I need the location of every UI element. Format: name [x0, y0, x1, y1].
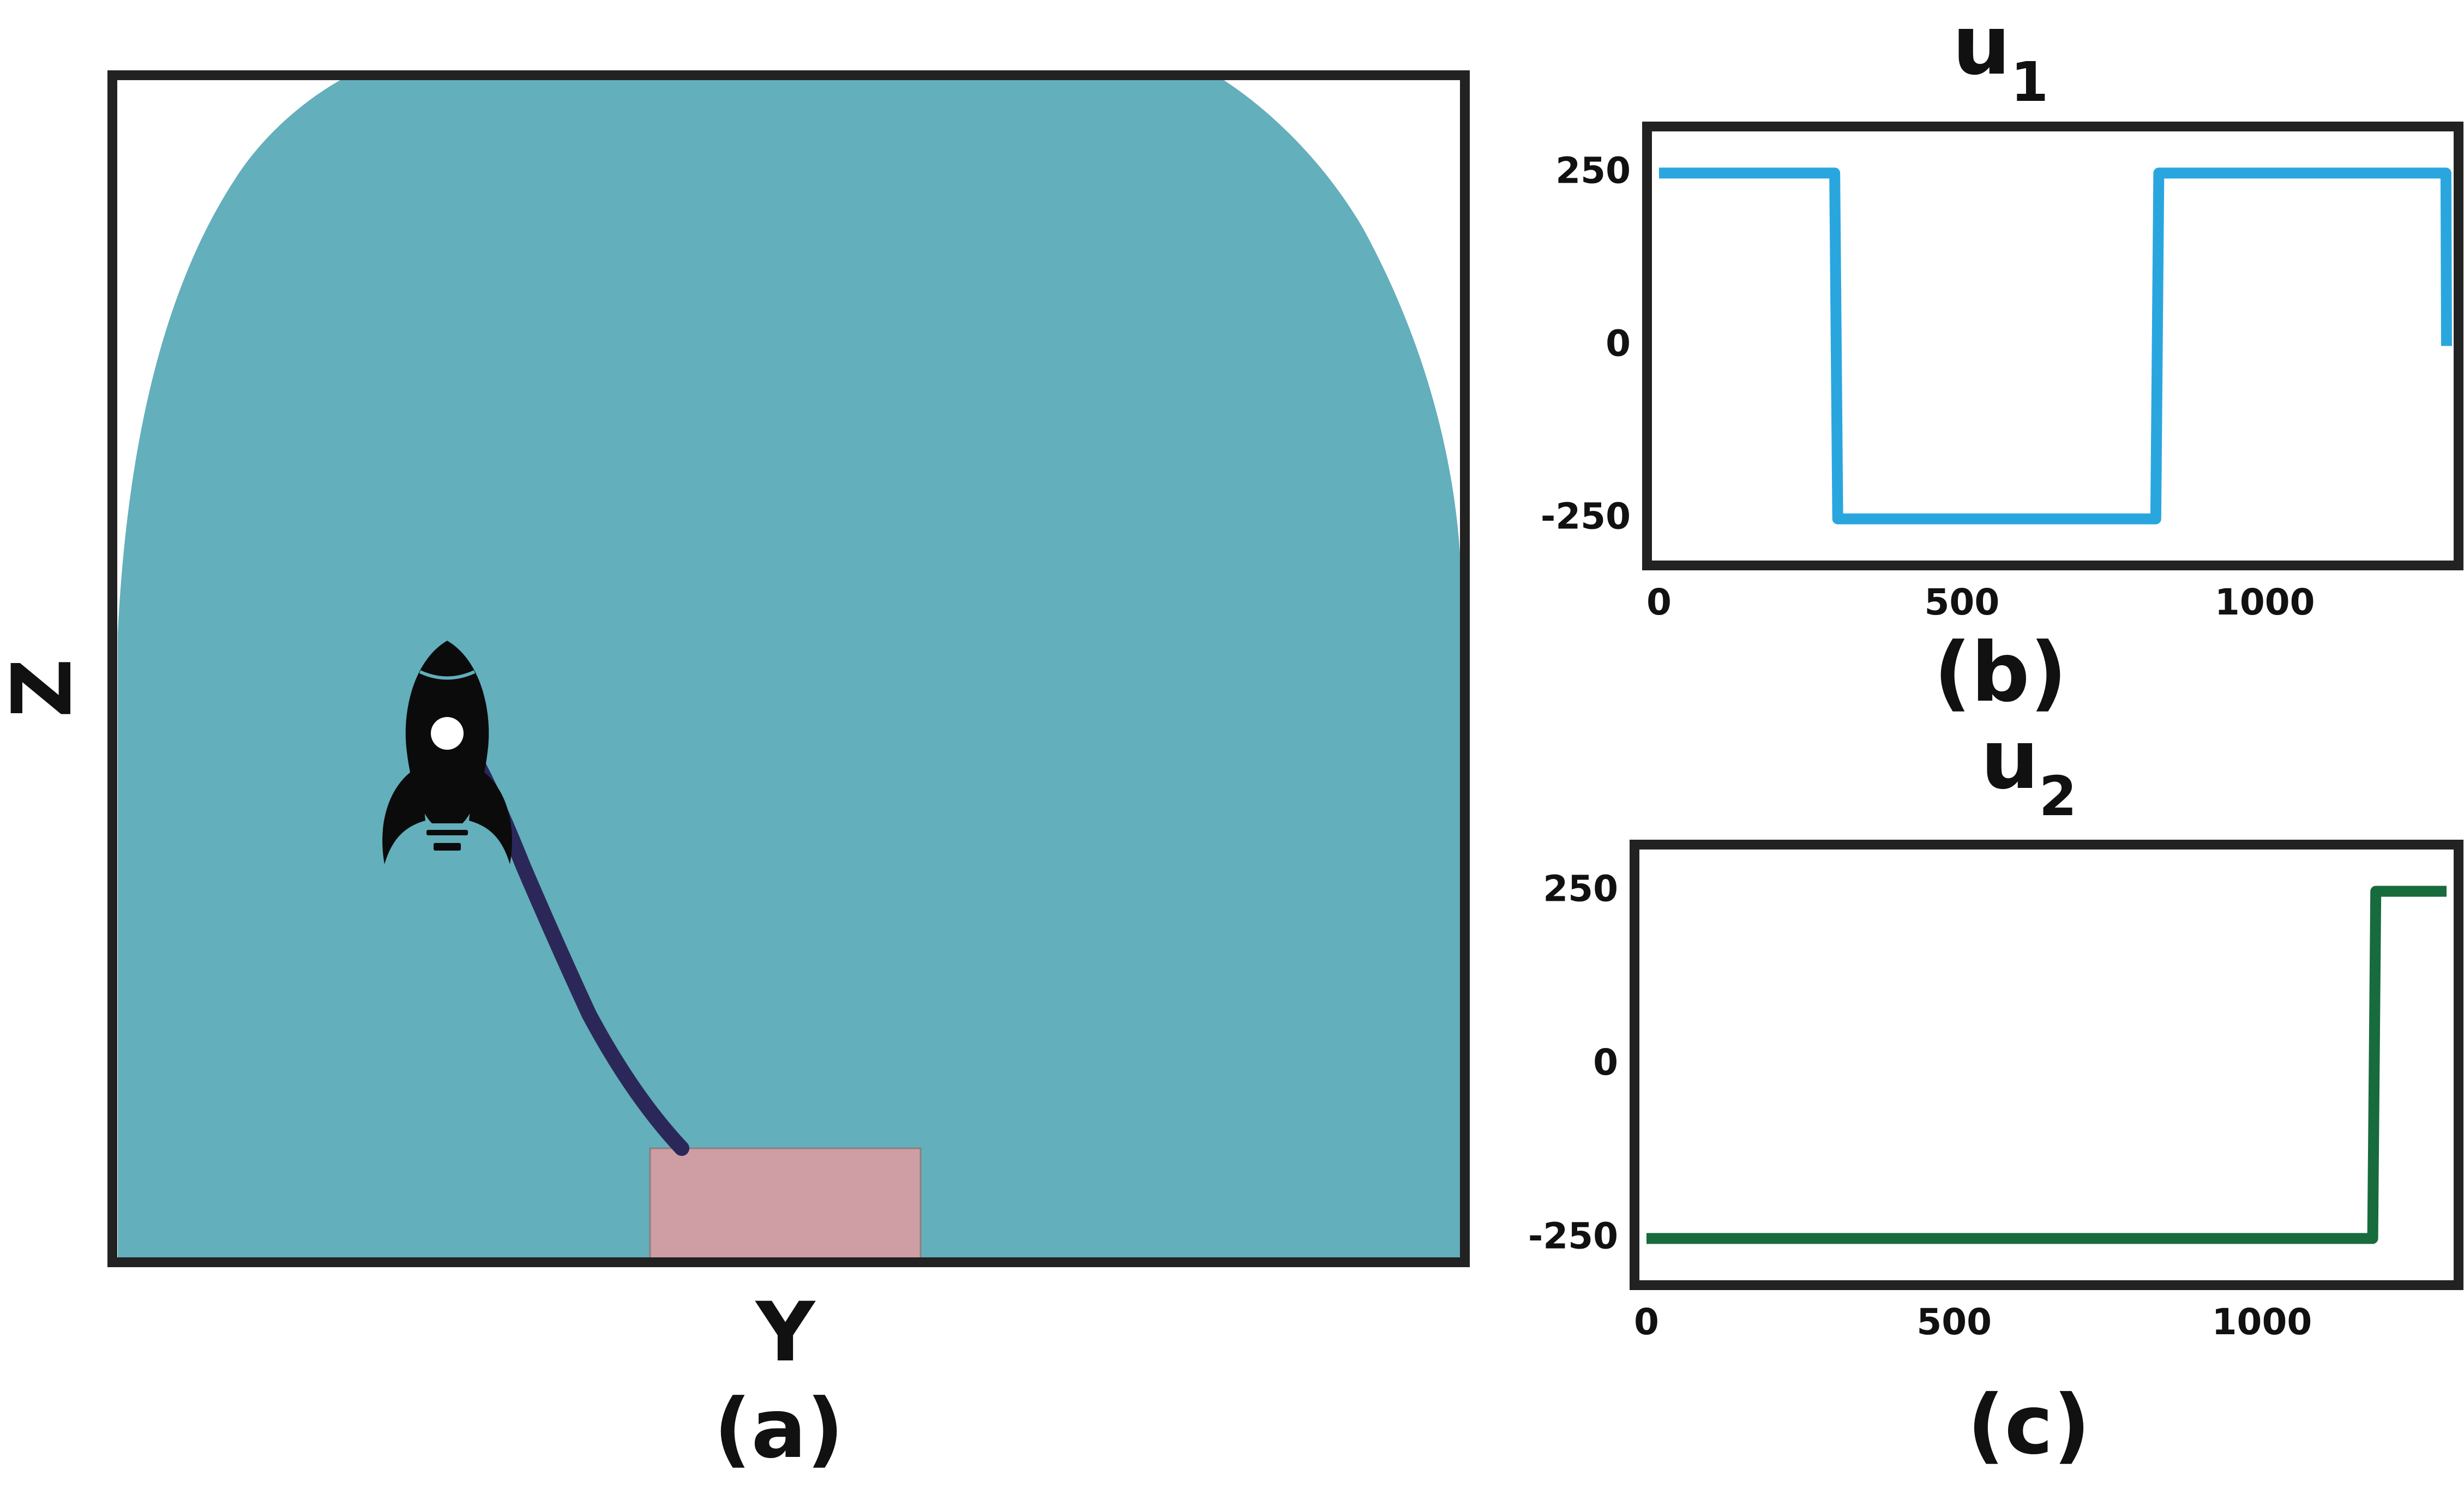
- u2-title: u2: [1981, 713, 2077, 828]
- u1-title: u1: [1952, 0, 2048, 114]
- x-tick-label: 0: [1646, 581, 1672, 623]
- y-tick-label: 0: [1593, 1041, 1618, 1083]
- u2-series-line: [1646, 885, 2447, 1244]
- z-axis-label: Z: [0, 659, 90, 718]
- panel-a-frame: [107, 70, 1470, 1267]
- panel-c-caption: (c): [1967, 1378, 2090, 1473]
- y-tick-label: 250: [1555, 149, 1631, 191]
- x-tick-label: 1000: [2215, 581, 2315, 623]
- target-box: [649, 1147, 922, 1263]
- y-tick-label: -250: [1528, 1215, 1618, 1257]
- rocket-icon: [382, 641, 512, 864]
- x-tick-label: 500: [1924, 581, 1999, 623]
- u1-series-line: [1659, 167, 2452, 525]
- panel-a-caption: (a): [714, 1382, 844, 1477]
- y-tick-label: -250: [1541, 496, 1631, 538]
- panel-a: Z Y (a): [0, 70, 1470, 1477]
- panel-c: u2 250 0 -250 0 500 1000 (c): [1528, 713, 2463, 1473]
- u2-plot: 250 0 -250 0 500 1000: [1528, 840, 2463, 1343]
- plot-frame: [1642, 122, 2463, 570]
- y-axis-label: Y: [755, 1285, 816, 1380]
- plot-frame: [1630, 840, 2463, 1290]
- reachable-region: [118, 75, 1462, 1262]
- panel-b: u1 250 0 -250 0 500 1000 (b): [1541, 0, 2463, 720]
- y-tick-label: 250: [1543, 868, 1618, 910]
- panel-b-caption: (b): [1934, 625, 2067, 720]
- x-tick-label: 1000: [2212, 1301, 2312, 1343]
- u1-plot: 250 0 -250 0 500 1000: [1541, 122, 2463, 623]
- y-tick-label: 0: [1606, 323, 1631, 365]
- x-tick-label: 0: [1634, 1301, 1659, 1343]
- x-tick-label: 500: [1916, 1301, 1992, 1343]
